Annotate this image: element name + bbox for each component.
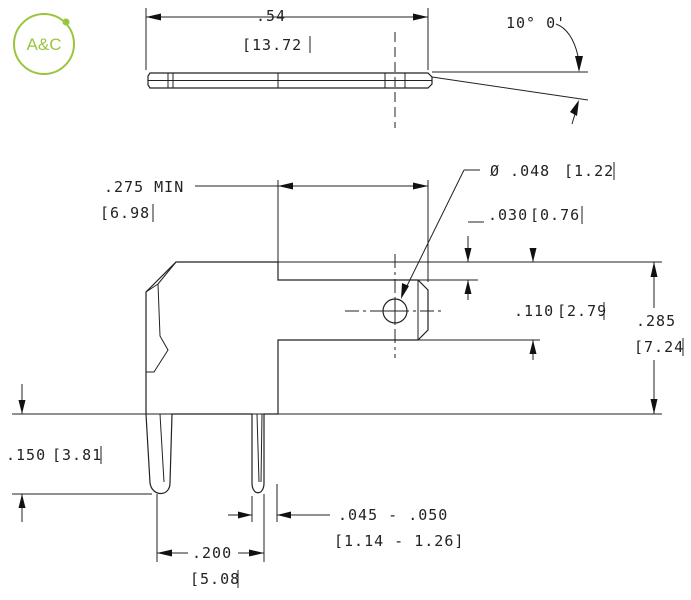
tab-height-mm-label: [2.79 xyxy=(557,302,607,320)
arrowhead xyxy=(650,399,658,414)
pin-detail xyxy=(159,413,165,483)
total-height-mm-label: [7.24 xyxy=(634,338,684,356)
arrowhead xyxy=(238,511,252,519)
offset-inch-label: .030 xyxy=(488,206,528,224)
logo-circle xyxy=(13,13,75,75)
total-height-inch-label: .285 xyxy=(636,312,676,330)
logo-text: A&C xyxy=(27,35,62,54)
arrowhead xyxy=(249,549,264,557)
length-mm-label: [13.72 xyxy=(242,36,302,54)
angle-label: 10° 0' xyxy=(506,14,566,32)
company-logo: A&C xyxy=(13,13,75,75)
arrowhead xyxy=(529,340,537,354)
arrowhead xyxy=(529,248,537,262)
front-view: .275 MIN [6.98 Ø .048 [1.22 .030 [0.76 .… xyxy=(6,162,684,588)
arrowhead xyxy=(650,262,658,277)
terminal-chamfer xyxy=(157,261,177,285)
arrowhead xyxy=(157,549,172,557)
offset-mm-label: [0.76 xyxy=(530,206,580,224)
arrowhead xyxy=(278,182,293,190)
arrowhead xyxy=(413,13,428,21)
hole-diameter-label: Ø .048 xyxy=(490,162,550,180)
pin-width-inch-label: .045 - .050 xyxy=(338,506,448,524)
pin-length-inch-label: .150 xyxy=(6,446,46,464)
arrowhead xyxy=(18,400,26,414)
angle-line xyxy=(431,76,589,101)
arrowhead xyxy=(18,494,26,508)
length-inch-label: .54 xyxy=(256,7,286,25)
tab-height-inch-label: .110 xyxy=(514,302,554,320)
angle-leader xyxy=(555,23,579,57)
terminal-notch xyxy=(145,283,169,373)
side-view-body xyxy=(147,72,433,89)
side-view: .54 [13.72 10° 0' xyxy=(145,7,589,128)
logo-dot xyxy=(62,18,70,26)
pin-length-mm-label: [3.81 xyxy=(52,446,102,464)
min-length-inch-label: .275 MIN xyxy=(104,178,184,196)
arrowhead xyxy=(575,56,583,72)
terminal-outline xyxy=(145,261,429,495)
arrowhead xyxy=(413,182,428,190)
pin-width-mm-label: [1.14 - 1.26] xyxy=(334,532,464,550)
hole-diameter-mm-label: [1.22 xyxy=(564,162,614,180)
pin-detail xyxy=(256,413,260,483)
pin-detail xyxy=(260,413,263,483)
arrowhead xyxy=(277,511,291,519)
arrowhead xyxy=(464,280,472,294)
arrowhead xyxy=(146,13,161,21)
pin-pitch-inch-label: .200 xyxy=(192,544,232,562)
min-length-mm-label: [6.98 xyxy=(100,204,150,222)
arrowhead xyxy=(570,100,579,116)
pin-pitch-mm-label: [5.08 xyxy=(190,570,240,588)
leader-line xyxy=(402,169,465,295)
arrowhead xyxy=(401,283,409,299)
arrowhead xyxy=(464,248,472,262)
